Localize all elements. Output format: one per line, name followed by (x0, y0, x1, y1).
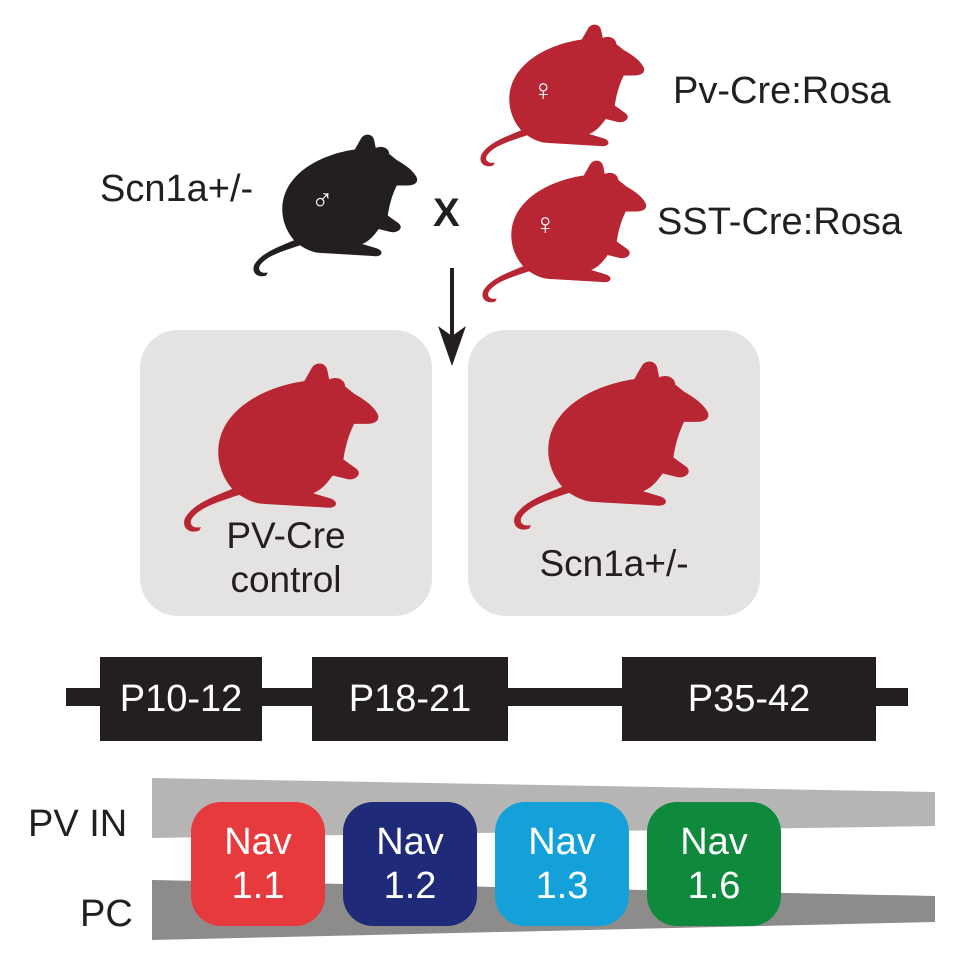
nav-channel-1-6: Nav 1.6 (647, 802, 781, 926)
nav-channel-1-3: Nav 1.3 (495, 802, 629, 926)
offspring-label-control: PV-Cre control (226, 515, 346, 600)
timeline-age-p18: P18-21 (312, 657, 508, 741)
row-label-pc: PC (80, 893, 133, 935)
down-arrow-icon (438, 268, 466, 366)
timeline-age-p35: P35-42 (622, 657, 876, 741)
female-symbol-icon: ♀ (534, 208, 557, 241)
cross-operator: X (433, 191, 460, 235)
male-genotype-label: Scn1a+/- (100, 168, 254, 210)
timeline-age-p10: P10-12 (100, 657, 262, 741)
female-symbol-icon: ♀ (532, 74, 555, 107)
offspring-label-scn1a: Scn1a+/- (539, 543, 689, 584)
female-pv-label: Pv-Cre:Rosa (673, 70, 891, 112)
row-label-pv-in: PV IN (28, 803, 128, 845)
nav-channel-1-2: Nav 1.2 (343, 802, 477, 926)
female-sst-label: SST-Cre:Rosa (657, 201, 902, 243)
offspring-panel-control: PV-Cre control (140, 330, 432, 616)
male-symbol-icon: ♂ (311, 184, 334, 217)
offspring-panel-scn1a: Scn1a+/- (468, 330, 760, 616)
nav-channel-1-1: Nav 1.1 (191, 802, 325, 926)
